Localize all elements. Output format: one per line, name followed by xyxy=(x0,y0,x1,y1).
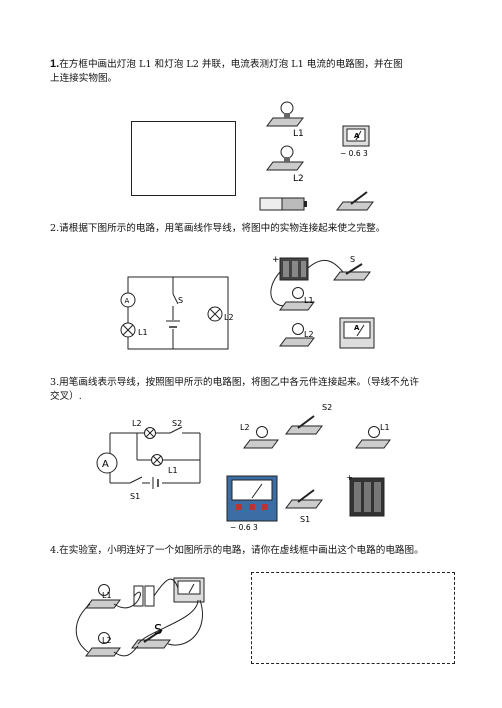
battery-box-icon-q3: + xyxy=(346,473,385,517)
q3-circuit-diagram: A L2 S2 L1 S1 xyxy=(96,419,201,501)
bulb-icon-q2-l1 xyxy=(279,287,315,311)
q3-line1: 3.用笔画线表示导线，按照图甲所示的电路图，将图乙中各元件连接起来。（导线不允许 xyxy=(50,377,419,388)
q2-circuit-l2: L2 xyxy=(224,313,234,322)
bulb-icon-l2 xyxy=(266,145,304,171)
switch-icon-s1 xyxy=(285,489,323,509)
q3-parts-l1: L1 xyxy=(380,423,390,432)
q2-physical-parts: + S L1 L2 A xyxy=(270,255,375,349)
ammeter-icon-q4 xyxy=(173,577,205,603)
q2-parts-l1: L1 xyxy=(304,296,314,305)
q1-components: L1 A − 0.6 3 L2 xyxy=(259,101,374,211)
q1-l1-label: L1 xyxy=(293,129,304,139)
q4-text: 4.在实验室，小明连好了一个如图所示的电路，请你在虚线框中画出这个电路的电路图。 xyxy=(50,545,424,556)
bulb-icon-q4-l2 xyxy=(85,632,121,657)
q3-circuit-l1: L1 xyxy=(168,466,178,475)
q1-line1: 在方框中画出灯泡 L1 和灯泡 L2 并联，电流表测灯泡 L1 电流的电路图，并… xyxy=(59,59,403,70)
ammeter-icon xyxy=(342,125,370,147)
q2-text: 2.请根据下图所示的电路，用笔画线作导线，将图中的实物连接起来使之完整。 xyxy=(50,223,386,234)
q3-circuit-s1: S1 xyxy=(130,492,140,501)
q3-parts-scale: − 0.6 3 xyxy=(230,523,258,532)
q3-circuit-l2: L2 xyxy=(132,419,142,428)
q2-circuit-switch: S xyxy=(178,296,183,305)
q4-physical-circuit: L1 L2 S xyxy=(75,577,205,657)
q1-ammeter-label: A xyxy=(354,132,360,140)
switch-icon-q2 xyxy=(333,263,371,281)
switch-icon-q4 xyxy=(131,629,171,649)
q3-physical-parts: L2 S2 L1 − 0.6 3 S1 + xyxy=(226,403,391,532)
bulb-icon-q2-l2 xyxy=(279,323,315,347)
q2-parts-switch: S xyxy=(350,255,355,264)
q3-circuit-s2: S2 xyxy=(172,419,182,428)
q3-text: 3.用笔画线表示导线，按照图甲所示的电路图，将图乙中各元件连接起来。（导线不允许… xyxy=(50,376,419,404)
q4-answer-dashed-box xyxy=(251,572,455,664)
q3-line2: 交叉）. xyxy=(50,391,82,402)
q4-l2-label: L2 xyxy=(102,636,112,645)
q2-circuit-ammeter: A xyxy=(125,297,130,305)
q1-meter-scale: − 0.6 3 xyxy=(340,149,368,158)
bulb-icon-l1 xyxy=(266,101,304,127)
q2-circuit-diagram: A S L1 L2 xyxy=(120,276,234,350)
ammeter-icon-q2 xyxy=(339,317,375,349)
ammeter-icon-q3 xyxy=(226,475,278,522)
q3-ammeter-label: A xyxy=(102,459,109,470)
battery-box-icon xyxy=(279,257,309,281)
q2-circuit-l1: L1 xyxy=(138,328,148,337)
q1-l2-label: L2 xyxy=(293,174,304,184)
q2-parts-l2: L2 xyxy=(304,330,314,339)
q3-parts-s1: S1 xyxy=(300,515,310,524)
bulb-icon-q3-l2 xyxy=(243,426,279,449)
q2-plus-sign: + xyxy=(272,255,280,265)
battery-icon xyxy=(259,197,307,211)
q1-answer-box xyxy=(131,121,236,196)
switch-icon-s2 xyxy=(285,415,323,435)
battery-icon-q4 xyxy=(133,585,155,607)
switch-icon xyxy=(336,191,374,211)
q2-parts-ammeter: A xyxy=(354,324,360,332)
q1-line2: 上连接实物图。 xyxy=(50,73,118,84)
q4-l1-label: L1 xyxy=(102,591,112,600)
q1-text: 1.在方框中画出灯泡 L1 和灯泡 L2 并联，电流表测灯泡 L1 电流的电路图… xyxy=(50,57,403,86)
svg-text:+: + xyxy=(346,473,353,482)
q1-number: 1. xyxy=(50,58,60,70)
bulb-icon-q3-l1 xyxy=(355,426,391,449)
q3-parts-s2: S2 xyxy=(322,403,332,412)
q3-parts-l2: L2 xyxy=(240,423,250,432)
